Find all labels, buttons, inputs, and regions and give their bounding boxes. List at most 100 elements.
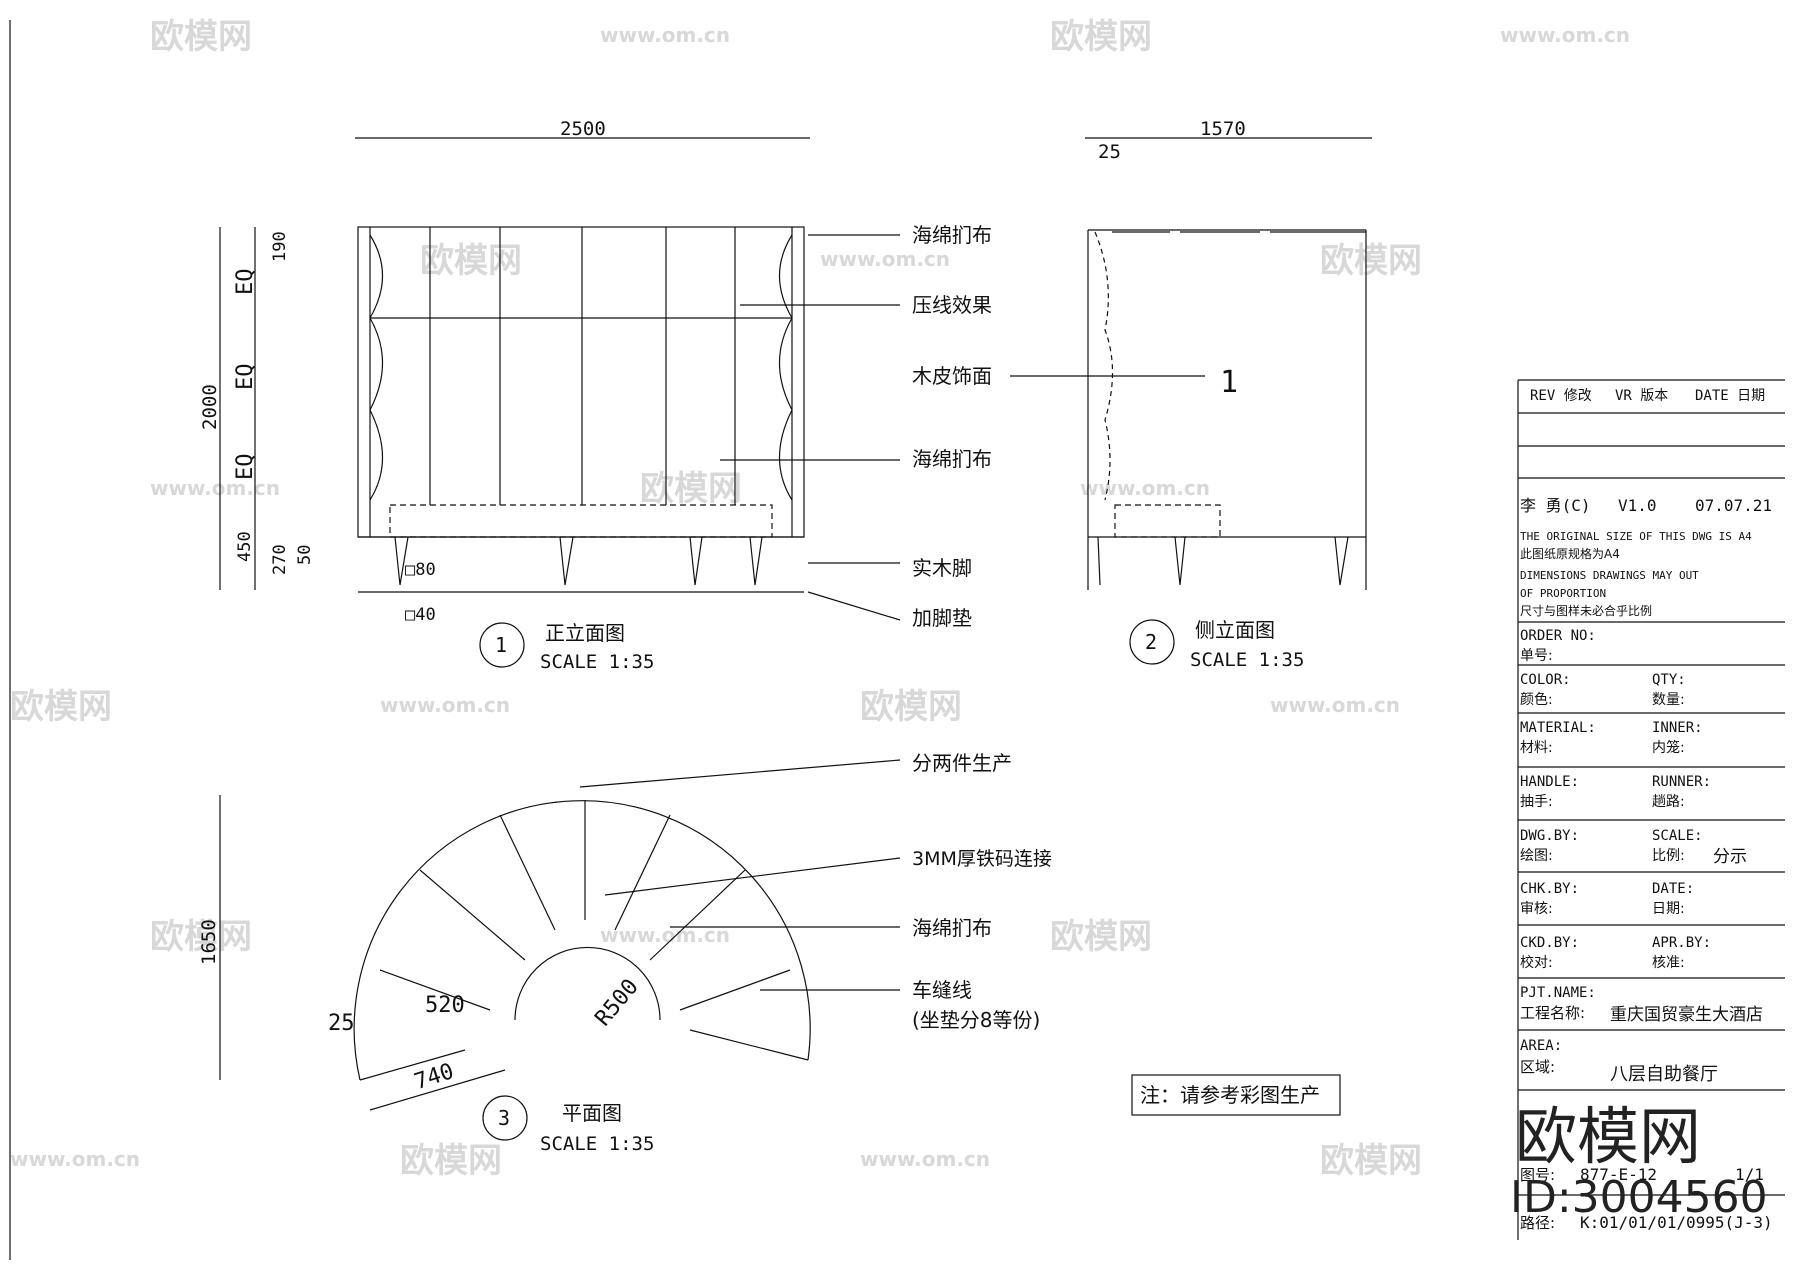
tb-rev: REV 修改: [1530, 388, 1592, 404]
watermark-url: www.om.cn: [860, 1147, 990, 1171]
tb-inner: INNER:: [1652, 720, 1703, 736]
tb-version: V1.0: [1618, 496, 1657, 515]
watermark-brand: 欧模网: [860, 687, 962, 727]
watermark-brand: 欧模网: [150, 17, 252, 57]
tb-vr: VR 版本: [1615, 388, 1668, 404]
tb-area: 区域:: [1520, 1058, 1555, 1076]
dim-190: 190: [270, 231, 290, 262]
watermarks: 欧模网 www.om.cn 欧模网 www.om.cn 欧模网 www.om.c…: [10, 17, 1630, 1181]
tb-apr: APR.BY:: [1652, 935, 1711, 951]
view-number: 1: [495, 633, 507, 657]
tb-handle: 抽手:: [1520, 794, 1553, 810]
tb-ckd: CKD.BY:: [1520, 935, 1579, 951]
tb-scale: SCALE:: [1652, 828, 1703, 844]
tb-path: 路径:: [1520, 1214, 1555, 1232]
dim-front-height: 2000: [199, 384, 221, 430]
tb-note: 此图纸原规格为A4: [1520, 546, 1620, 561]
tb-project-name: 重庆国贸豪生大酒店: [1610, 1004, 1763, 1025]
label-iron-bracket: 3MM厚铁码连接: [912, 848, 1052, 870]
note-text: 注：请参考彩图生产: [1140, 1083, 1320, 1107]
dim-eq: EQ: [233, 364, 258, 391]
watermark-brand: 欧模网: [640, 469, 742, 509]
dim-1650: 1650: [198, 919, 220, 965]
view-number: 3: [498, 1106, 510, 1130]
tb-rev-date: 07.07.21: [1695, 496, 1772, 515]
watermark-url: www.om.cn: [1270, 693, 1400, 717]
tb-qty: 数量:: [1652, 692, 1685, 708]
label-stitch: 车缝线: [912, 978, 972, 1002]
tb-qty: QTY:: [1652, 672, 1686, 688]
tb-note: OF PROPORTION: [1520, 587, 1606, 600]
dim-eq: EQ: [233, 269, 258, 296]
dim-40: □40: [405, 605, 436, 625]
tb-color: 颜色:: [1520, 691, 1553, 708]
side-marker: 1: [1220, 365, 1238, 400]
dim-80: □80: [405, 560, 436, 580]
label-veneer: 木皮饰面: [912, 364, 992, 388]
dim-520: 520: [425, 993, 465, 1018]
dim-eq: EQ: [233, 454, 258, 481]
tb-apr: 核准:: [1652, 955, 1685, 971]
watermark-brand: 欧模网: [150, 917, 252, 957]
tb-color: COLOR:: [1520, 672, 1571, 688]
watermark-url: www.om.cn: [1500, 23, 1630, 47]
tb-dwg: 绘图:: [1520, 848, 1553, 864]
watermark-url: www.om.cn: [600, 23, 730, 47]
watermark-brand: 欧模网: [1320, 241, 1422, 281]
watermark-brand: 欧模网: [1050, 917, 1152, 957]
note-box: 注：请参考彩图生产: [1131, 1074, 1341, 1116]
watermark-url: www.om.cn: [820, 247, 950, 271]
tb-runner: RUNNER:: [1652, 774, 1711, 790]
front-elevation: 2500 2000 EQ EQ EQ 190 450 270 50 □80 □4…: [199, 118, 810, 673]
view-scale: SCALE 1:35: [540, 1133, 654, 1155]
tb-area-name: 八层自助餐厅: [1610, 1064, 1718, 1085]
dim-r500: R500: [591, 975, 644, 1032]
tb-dwg-no: 图号:: [1520, 1166, 1555, 1184]
plan-view: 1650 520 740 25 R500 3 平面图 SCALE 1:35 分两…: [198, 751, 1052, 1155]
label-foot-pad: 加脚垫: [912, 606, 972, 630]
watermark-brand: 欧模网: [1050, 17, 1152, 57]
tb-project: 工程名称:: [1520, 1004, 1585, 1022]
view-scale: SCALE 1:35: [1190, 649, 1304, 671]
tb-date2: 日期:: [1652, 901, 1685, 917]
tb-note: DIMENSIONS DRAWINGS MAY OUT: [1520, 569, 1699, 582]
dim-25: 25: [1098, 141, 1121, 163]
tb-project: PJT.NAME:: [1520, 985, 1596, 1001]
tb-material: 材料:: [1520, 740, 1553, 756]
watermark-brand: 欧模网: [400, 1141, 502, 1181]
watermark-url: www.om.cn: [10, 1147, 140, 1171]
label-press-line: 压线效果: [912, 293, 992, 317]
front-leaders: 海绵扪布 压线效果 木皮饰面 海绵扪布 实木脚 加脚垫 1: [720, 223, 1238, 630]
dim-270: 270: [270, 544, 290, 575]
side-elevation: 1570 25 2 侧立面图 SCALE 1:35: [1085, 118, 1372, 671]
tb-scale-value: 分示: [1713, 847, 1747, 867]
title-block: REV 修改 VR 版本 DATE 日期 李 勇(C) V1.0 07.07.2…: [1517, 379, 1785, 1240]
tb-runner: 趟路:: [1652, 794, 1685, 810]
tb-note: 尺寸与图样未必合乎比例: [1520, 603, 1652, 618]
label-cushion-split: (坐垫分8等份): [912, 1008, 1040, 1032]
tb-material: MATERIAL:: [1520, 720, 1596, 736]
watermark-url: www.om.cn: [380, 693, 510, 717]
dim-450: 450: [235, 531, 255, 562]
tb-date2: DATE:: [1652, 881, 1694, 897]
watermark-brand: 欧模网: [420, 241, 522, 281]
tb-author: 李 勇(C): [1520, 496, 1591, 515]
label-two-parts: 分两件生产: [912, 751, 1012, 775]
big-watermark: 欧模网 ID:3004560: [1510, 1100, 1768, 1223]
tb-chk: 审核:: [1520, 901, 1553, 917]
view-scale: SCALE 1:35: [540, 651, 654, 673]
dim-740: 740: [411, 1059, 457, 1095]
tb-path-value: K:01/01/01/0995(J-3): [1580, 1213, 1773, 1232]
tb-date: DATE 日期: [1695, 388, 1765, 404]
tb-order: 单号:: [1520, 648, 1553, 664]
label-sponge-3: 海绵扪布: [912, 916, 992, 940]
tb-chk: CHK.BY:: [1520, 881, 1579, 897]
view-title: 侧立面图: [1195, 618, 1275, 642]
watermark-brand: 欧模网: [1320, 1141, 1422, 1181]
label-sponge-2: 海绵扪布: [912, 447, 992, 471]
view-number: 2: [1145, 630, 1157, 654]
dim-25-plan: 25: [328, 1011, 355, 1036]
tb-note: THE ORIGINAL SIZE OF THIS DWG IS A4: [1520, 530, 1752, 543]
tb-dwg: DWG.BY:: [1520, 828, 1579, 844]
